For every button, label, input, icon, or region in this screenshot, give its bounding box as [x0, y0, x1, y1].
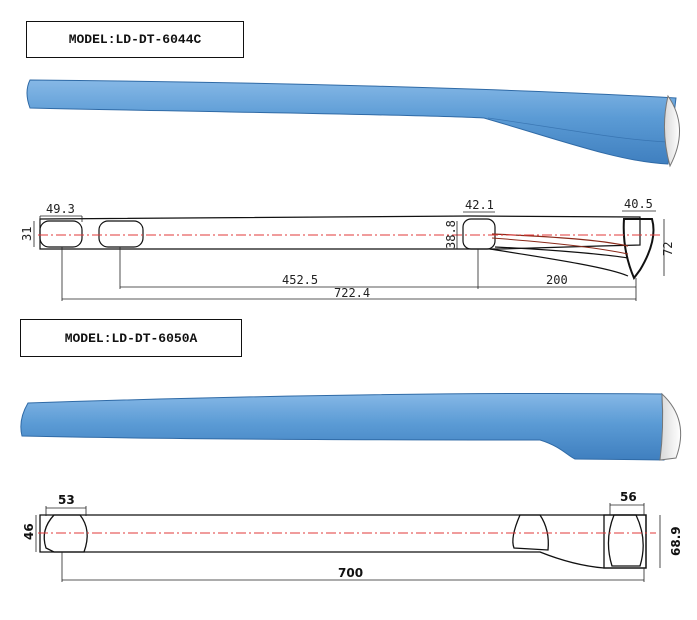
dim-overall-length: 722.4 [334, 286, 370, 300]
model2-render [20, 392, 682, 461]
dim2-tip-width: 56 [620, 490, 637, 504]
dim-mid-height: 38.8 [444, 220, 458, 249]
dim-end-height: 31 [20, 227, 34, 241]
model-label-6050a: MODEL:LD-DT-6050A [20, 319, 242, 357]
dim-span-tip: 200 [546, 273, 568, 287]
model1-render [26, 79, 680, 168]
model2-dimension-lines [35, 503, 661, 582]
model1-drawing [39, 215, 655, 280]
dim2-end-width: 53 [58, 493, 75, 507]
dim-end-width: 49.3 [46, 202, 75, 216]
model-label-6044c: MODEL:LD-DT-6044C [26, 21, 244, 58]
dim2-end-height: 46 [22, 523, 36, 540]
dim-tip-height: 72 [661, 242, 675, 256]
dim-mid-width: 42.1 [465, 198, 494, 212]
model2-drawing [39, 514, 647, 569]
model1-dimension-lines [33, 210, 665, 301]
dim2-overall-length: 700 [338, 566, 363, 580]
dim-tip-width: 40.5 [624, 197, 653, 211]
model1-inner-curve-2 [491, 237, 629, 255]
dim2-tip-height: 68.9 [669, 526, 683, 556]
dim-span-inner: 452.5 [282, 273, 318, 287]
